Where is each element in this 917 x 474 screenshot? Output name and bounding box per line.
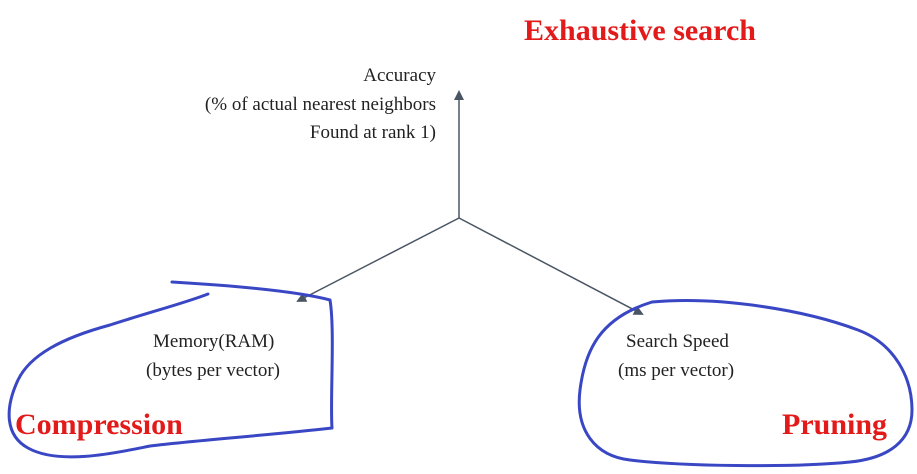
- speed-axis: [458, 217, 644, 315]
- speed-axis-unit: (ms per vector): [618, 360, 735, 381]
- pruning-label: Pruning: [782, 408, 888, 441]
- accuracy-axis-subtitle: (% of actual nearest neighbors: [204, 94, 436, 115]
- memory-axis-unit: (bytes per vector): [146, 360, 280, 381]
- compression-circle-annotation: [7, 280, 334, 459]
- memory-axis-title: Memory(RAM): [153, 331, 275, 352]
- accuracy-axis-title: Accuracy: [363, 65, 436, 86]
- memory-axis: [296, 217, 460, 302]
- exhaustive-search-label: Exhaustive search: [524, 14, 756, 47]
- compression-label: Compression: [15, 408, 183, 441]
- speed-axis-title: Search Speed: [626, 331, 729, 352]
- pruning-circle-annotation: [577, 299, 914, 468]
- accuracy-axis-note: Found at rank 1): [309, 122, 436, 143]
